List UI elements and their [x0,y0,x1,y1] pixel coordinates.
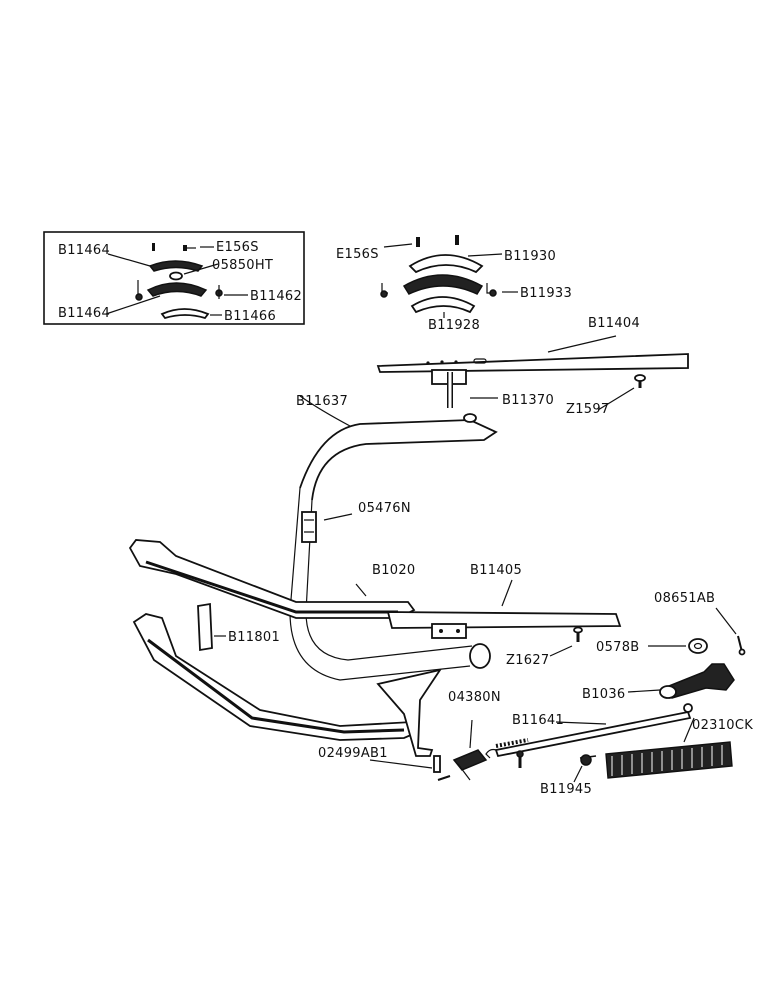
washer-0578b [648,638,708,654]
label-z1627: Z1627 [506,653,550,668]
label-b11933: B11933 [520,286,572,301]
bearing-group [380,235,518,318]
label-02310ck: 02310CK [692,718,753,733]
b1020-runner [128,539,416,619]
label-b11370: B11370 [502,393,554,408]
label-b1020: B1020 [372,563,416,578]
clevis-04380n [452,719,488,781]
label-z1597: Z1597 [566,402,610,417]
inset-box [43,231,305,325]
label-b11641: B11641 [512,713,564,728]
label-b1036: B1036 [582,687,626,702]
label-04380n: 04380N [448,690,501,705]
z1627-screw [549,626,583,657]
label-inset-b11466: B11466 [224,309,276,324]
label-e156s: E156S [336,247,379,262]
pin-02499ab1 [369,755,451,781]
standard-foot [376,668,442,757]
label-inset-b11462: B11462 [250,289,302,304]
b11801-plate [197,602,226,652]
label-b11801: B11801 [228,630,280,645]
b1036-lever [627,663,735,699]
b11405-bar [386,579,622,639]
b11641-rod [485,703,693,759]
b11404-plate [376,335,689,408]
b11637-frame [289,395,498,681]
label-0578b: 0578B [596,640,640,655]
label-b11637: B11637 [296,394,348,409]
z1597-bolt [597,374,646,411]
label-inset-b11464-bottom: B11464 [58,306,110,321]
b11945-nut [516,750,597,783]
label-02499ab1: 02499AB1 [318,746,388,761]
label-05476n: 05476N [358,501,411,516]
label-b11928: B11928 [428,318,480,333]
labels: B11464 E156S 05850HT B11464 B11462 B1146… [58,240,753,797]
pin-08651ab [715,607,746,656]
spring-02310ck [605,717,733,779]
label-b11930: B11930 [504,249,556,264]
label-inset-05850ht: 05850HT [212,258,273,273]
label-inset-b11464-top: B11464 [58,243,110,258]
label-inset-e156s: E156S [216,240,259,255]
label-08651ab: 08651AB [654,591,715,606]
label-b11405: B11405 [470,563,522,578]
label-b11404: B11404 [588,316,640,331]
label-b11945: B11945 [540,782,592,797]
